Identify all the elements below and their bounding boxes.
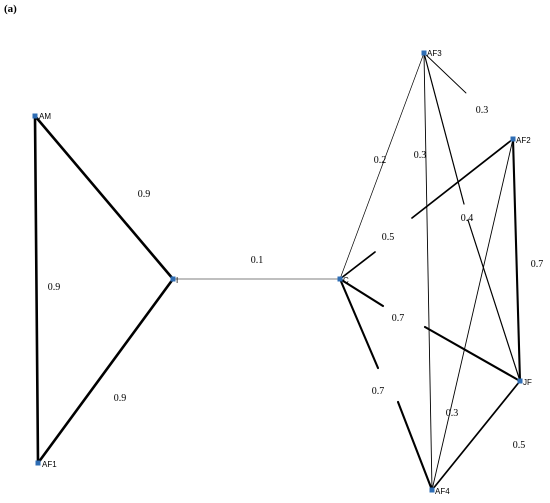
edge-weight-label: 0.2 [374, 155, 387, 166]
node-label-am: AM [39, 112, 51, 121]
node-label-af4: AF4 [435, 487, 450, 496]
edge-c-af2 [339, 251, 376, 280]
edge-weight-label: 0.7 [392, 313, 405, 324]
edge-af3-af2 [423, 52, 467, 94]
edge-c-af2 [411, 138, 514, 219]
edge-af2-af4 [431, 138, 514, 491]
node-af4 [429, 487, 435, 493]
node-af1 [35, 460, 41, 466]
edge-c-af3 [339, 52, 425, 280]
edge-weight-label: 0.1 [251, 255, 264, 266]
edge-weight-label: 0.7 [531, 259, 544, 270]
edge-weight-label: 0.7 [372, 386, 385, 397]
node-jf [517, 378, 523, 384]
panel-label: (a) [4, 3, 17, 15]
edge-weight-label: 0.3 [414, 150, 427, 161]
edge-weight-label: 0.3 [476, 105, 489, 116]
edge-c-jf [338, 277, 385, 308]
node-af3 [421, 50, 427, 56]
edge-weight-label: 0.9 [138, 189, 151, 200]
edge-weight-label: 0.5 [513, 440, 526, 451]
edge-am-i [33, 114, 175, 281]
node-label-jf: JF [523, 378, 532, 387]
node-label-c: C [343, 276, 349, 285]
edge-weight-label: 0.4 [461, 213, 474, 224]
edge-af3-jf [467, 219, 521, 382]
node-i [170, 276, 176, 282]
edge-weight-label: 0.9 [48, 282, 61, 293]
edge-jf-af4 [431, 380, 521, 491]
node-label-af1: AF1 [42, 460, 57, 469]
edge-weight-label: 0.5 [382, 232, 395, 243]
edge-weight-label: 0.9 [114, 393, 127, 404]
node-af2 [510, 136, 516, 142]
edge-c-af4 [396, 400, 434, 492]
edge-i-af1 [36, 277, 175, 465]
node-c [337, 276, 343, 282]
node-am [32, 113, 38, 119]
node-label-i: I [176, 276, 178, 285]
edge-weight-label: 0.3 [446, 408, 459, 419]
edge-af2-jf [511, 137, 522, 383]
node-label-af3: AF3 [427, 49, 442, 58]
edge-af3-af4 [423, 52, 433, 491]
node-label-af2: AF2 [516, 136, 531, 145]
edge-c-af4 [338, 277, 380, 370]
edge-af3-jf [423, 52, 465, 205]
edge-c-jf [423, 325, 522, 383]
edge-am-af1 [33, 114, 40, 465]
